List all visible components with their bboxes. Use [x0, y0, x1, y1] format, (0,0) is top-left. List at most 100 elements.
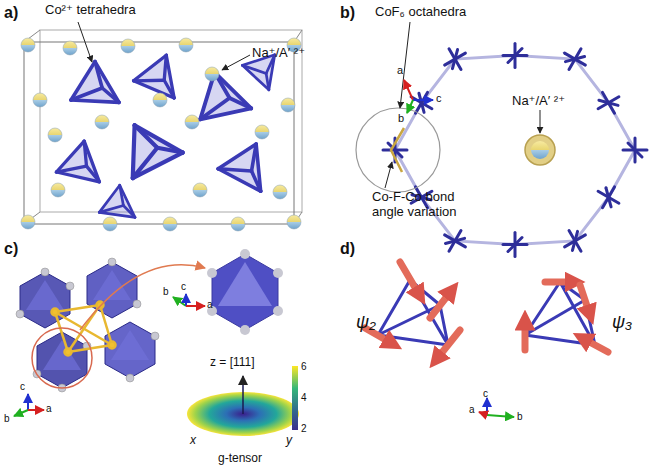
- octahedron: [37, 332, 87, 388]
- co-atom: [65, 349, 72, 356]
- na-sphere: [21, 38, 35, 52]
- na-sphere: [531, 141, 549, 159]
- octahedron-face: [26, 280, 64, 310]
- panel-letter: a): [4, 4, 18, 22]
- axis-label: b: [4, 413, 10, 425]
- co-tetrahedron: [133, 48, 187, 98]
- na-site: [525, 135, 555, 165]
- cof6-octahedron: [559, 43, 592, 76]
- axis-label: x: [190, 434, 196, 448]
- na-sphere: [163, 217, 177, 231]
- axis-label: c: [483, 388, 488, 400]
- co-atom: [52, 309, 59, 316]
- axis-label: y: [286, 434, 292, 448]
- tensor-label: g-tensor: [218, 452, 262, 466]
- axis-label: c: [436, 92, 442, 105]
- octahedron: [20, 272, 70, 328]
- zoom-circle: [32, 328, 92, 388]
- cell-front: [24, 42, 294, 224]
- cof6-octahedron: [559, 225, 592, 258]
- na-sphere: [33, 93, 47, 107]
- colorbar-tick: 2: [301, 423, 307, 435]
- spin-arrow: [545, 279, 575, 286]
- axis-triad: [173, 294, 205, 306]
- cof6-octahedra: [383, 43, 647, 258]
- na-sphere: [231, 217, 245, 231]
- colorbar: [292, 366, 298, 430]
- axis-triad: [404, 80, 433, 113]
- axis-label: b: [163, 286, 169, 298]
- axis-arrow: [404, 80, 413, 100]
- na-sphere: [185, 115, 199, 129]
- axis-arrow: [27, 394, 29, 410]
- f-atom: [240, 249, 250, 259]
- spin-arrows: [525, 282, 608, 352]
- cof6-octahedron: [503, 233, 527, 257]
- f-atom: [41, 268, 49, 276]
- bond-angle-line: [391, 128, 404, 172]
- f-atom: [207, 268, 217, 278]
- octahedron-face: [218, 262, 272, 306]
- axis-label: a: [469, 404, 475, 416]
- axis-arrow: [28, 409, 44, 411]
- na-sphere: [153, 93, 167, 107]
- axis-arrow: [479, 412, 487, 415]
- highlight-circle: [356, 108, 440, 192]
- structure-label: Na⁺/A′ ²⁺: [512, 94, 565, 109]
- spin-arrow: [400, 262, 420, 296]
- co-tetrahedra: [56, 43, 288, 217]
- na-sphere: [95, 115, 109, 129]
- na-sphere: [287, 215, 301, 229]
- zoomed-octahedron: [207, 249, 283, 335]
- tetra-edge: [525, 300, 585, 335]
- leader-line: [78, 22, 92, 62]
- axis-triad: [479, 398, 514, 417]
- f-atom: [108, 258, 116, 266]
- cof6-octahedron: [439, 43, 472, 76]
- mode-label: ψ₃: [612, 312, 632, 333]
- spin-arrow: [430, 290, 452, 318]
- panel-letter: c): [4, 240, 18, 258]
- cof6-octahedron: [439, 225, 472, 258]
- panel-letter: b): [340, 4, 355, 22]
- axis-triad: [14, 394, 44, 416]
- structure-label: Co-F-Co bond angle variation: [372, 190, 477, 220]
- axis-label: a: [397, 64, 403, 77]
- zoom-arrow: [80, 265, 205, 330]
- na-sphere: [51, 183, 65, 197]
- axis-label: b: [517, 411, 523, 423]
- spin-arrows: [365, 262, 460, 360]
- colorbar-tick: 6: [301, 361, 307, 373]
- structure-label: CoF₆ octahedra: [375, 5, 466, 20]
- na-sphere: [273, 185, 287, 199]
- tetra-edge: [440, 305, 448, 345]
- axis-arrow: [407, 100, 413, 113]
- co-tetrahedron: [99, 184, 138, 218]
- co-atom: [109, 342, 116, 349]
- na-sphere: [63, 41, 77, 55]
- axis-label: c: [20, 381, 25, 393]
- na-sphere: [103, 217, 117, 231]
- leader-line: [222, 55, 250, 70]
- na-sphere: [255, 125, 269, 139]
- z-axis: [242, 376, 244, 414]
- octahedron: [87, 262, 137, 318]
- f-atom: [126, 374, 134, 382]
- co-tetrahedron: [217, 134, 278, 191]
- f-atom: [240, 325, 250, 335]
- leader-line: [385, 162, 392, 188]
- tetra-edge: [525, 282, 560, 335]
- f-atom: [273, 306, 283, 316]
- co-atom: [97, 302, 104, 309]
- leader-line: [540, 110, 541, 133]
- axis-arrow: [173, 297, 186, 306]
- co-tetrahedron: [189, 66, 251, 122]
- na-sphere: [21, 215, 35, 229]
- f-atom: [133, 300, 141, 308]
- tetra-edge: [55, 305, 100, 312]
- axis-arrow: [186, 305, 205, 307]
- spin-arrow: [580, 285, 590, 315]
- axis-arrow: [413, 99, 433, 101]
